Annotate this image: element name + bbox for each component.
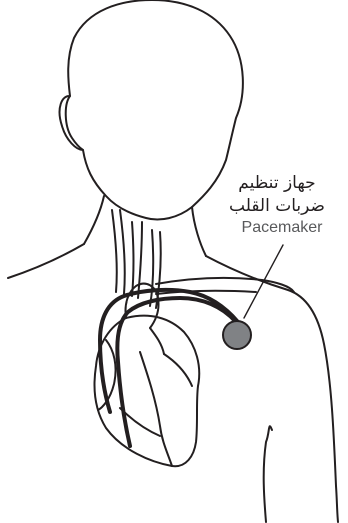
- label-arabic-line1: جهاز تنظيم: [222, 173, 332, 193]
- label-arabic-line2: ضربات القلب: [222, 196, 332, 216]
- pacemaker-device: [223, 321, 251, 349]
- shoulder-left: [8, 244, 84, 278]
- vessel-5: [150, 230, 153, 306]
- shoulder-right: [206, 256, 338, 522]
- ear: [66, 96, 83, 150]
- vessel-4: [138, 222, 142, 298]
- neck-left: [84, 196, 104, 244]
- pulmonary-artery: [150, 328, 164, 354]
- coronary-1: [164, 354, 192, 386]
- label-english: Pacemaker: [222, 219, 342, 237]
- neck-right: [192, 207, 206, 256]
- label-pointer-line: [244, 245, 283, 318]
- vessel-3: [132, 222, 134, 296]
- heart-outline: [94, 316, 199, 467]
- vessel-2: [120, 210, 125, 294]
- vessel-1: [112, 210, 117, 292]
- pacemaker-lead-2: [117, 298, 236, 446]
- armpit-line: [264, 426, 272, 522]
- ventricle-divide: [140, 352, 172, 466]
- head-outline: [60, 0, 243, 220]
